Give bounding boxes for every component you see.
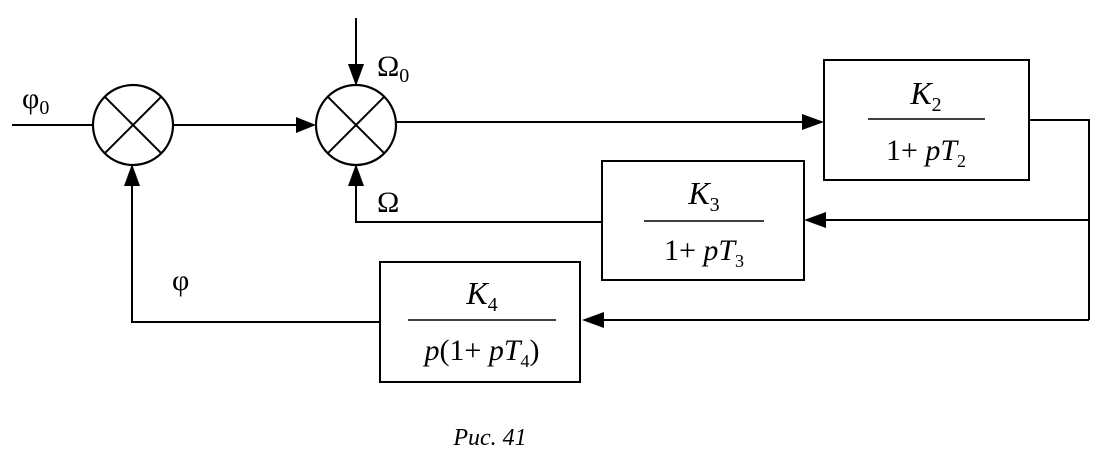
signal-label-omega0: Ω0 xyxy=(377,50,409,87)
arrow-into-block2 xyxy=(802,114,824,130)
block2-denominator: 1+ pT2 xyxy=(886,134,966,171)
block3-denominator: 1+ pT3 xyxy=(664,234,744,271)
arrow-omega0-into-sum2 xyxy=(348,64,364,86)
arrow-into-block3 xyxy=(804,212,826,228)
arrow-phi-into-sum1 xyxy=(124,164,140,186)
transfer-block-k2: K2 1+ pT2 xyxy=(823,59,1030,181)
signal-label-phi: φ xyxy=(172,264,189,297)
arrow-omega-into-sum2 xyxy=(348,164,364,186)
block3-numerator: K3 xyxy=(687,175,719,216)
summing-junction-1 xyxy=(91,83,175,167)
block4-denominator: p(1+ pT4) xyxy=(422,334,539,371)
block4-numerator: K4 xyxy=(465,275,497,316)
figure-caption: Рис. 41 xyxy=(452,425,526,451)
phi-feedback-wire xyxy=(131,180,380,323)
signal-label-omega: Ω xyxy=(377,186,399,219)
summing-junction-2 xyxy=(314,83,398,167)
omega-feedback-wire xyxy=(355,180,602,223)
output-bus xyxy=(1029,119,1090,320)
arrow-into-sum2 xyxy=(296,117,316,133)
block2-numerator: K2 xyxy=(909,75,941,116)
signal-label-phi0: φ0 xyxy=(22,82,49,119)
arrow-into-block4 xyxy=(582,312,604,328)
transfer-block-k3: K3 1+ pT3 xyxy=(601,160,805,281)
transfer-block-k4: K4 p(1+ pT4) xyxy=(379,261,581,383)
